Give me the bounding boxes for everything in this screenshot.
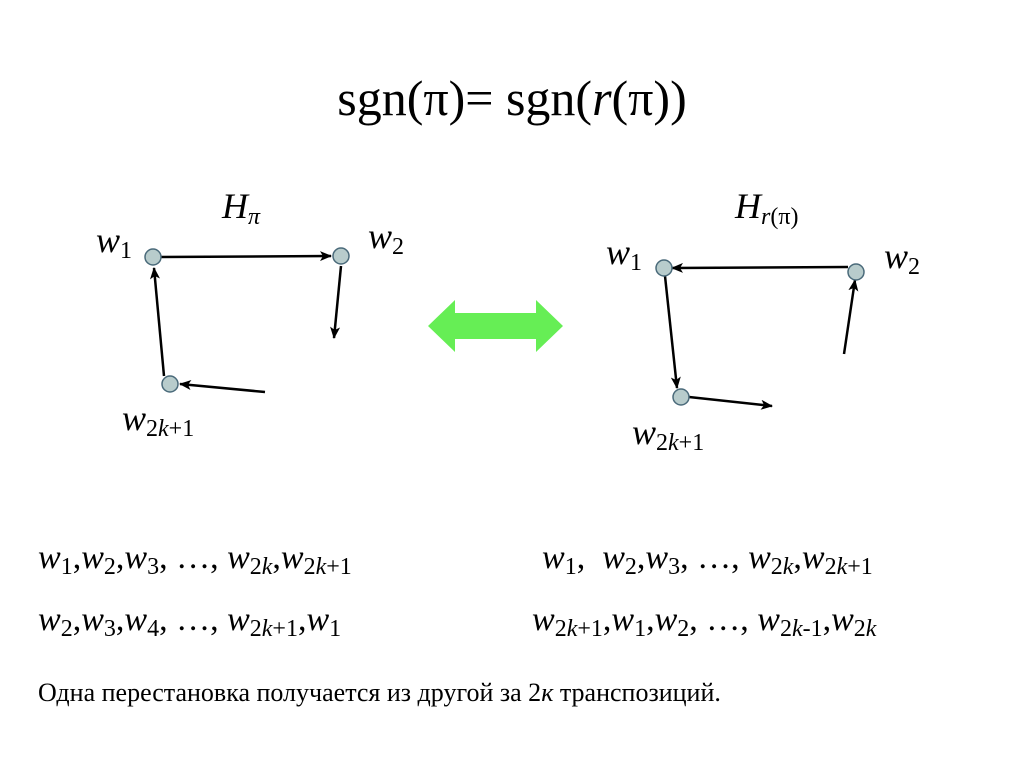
right-edge-w2k1-out (688, 395, 773, 410)
right-vertex-w1 (655, 259, 673, 277)
left-vertex-label-w2k1: w2k+1 (122, 398, 195, 442)
right-edge-w2-w1 (671, 262, 849, 273)
page-title: sgn(π)= sgn(r(π)) (337, 70, 687, 126)
right-vertex-label-w1: w1 (606, 232, 643, 276)
left-edge-w1-w2 (159, 251, 332, 262)
left-edge-in-w2k1 (179, 380, 266, 394)
right-edge-w1-w2k1 (663, 275, 681, 389)
left-vertex-w2 (332, 247, 350, 265)
right-edge-in-w2 (842, 279, 859, 355)
right-graph-label: Hr(π) (735, 186, 799, 230)
sequence-left-row1: w1,w2,w3, …, w2k,w2k+1 (38, 539, 352, 580)
double-headed-arrow-icon (428, 300, 563, 352)
left-vertex-label-w1: w1 (96, 220, 133, 264)
right-vertex-label-w2k1: w2k+1 (632, 412, 705, 456)
left-vertex-label-w2: w2 (368, 216, 405, 260)
sequence-right-row2: w2k+1,w1,w2, …, w2k-1,w2k (532, 601, 877, 642)
right-vertex-w2k1 (672, 388, 690, 406)
left-vertex-w2k1 (161, 375, 179, 393)
left-vertex-w1 (144, 248, 162, 266)
right-vertex-label-w2: w2 (884, 236, 921, 280)
sequence-left-row2: w2,w3,w4, …, w2k+1,w1 (38, 601, 342, 642)
right-vertex-w2 (847, 263, 865, 281)
caption-text: Одна перестановка получается из другой з… (38, 678, 721, 707)
left-edge-w2k1-w1 (150, 267, 166, 377)
sequence-right-row1: w1, w2,w3, …, w2k,w2k+1 (542, 539, 873, 580)
left-graph-label: Hπ (222, 186, 261, 230)
left-edge-w2-out (330, 265, 343, 339)
